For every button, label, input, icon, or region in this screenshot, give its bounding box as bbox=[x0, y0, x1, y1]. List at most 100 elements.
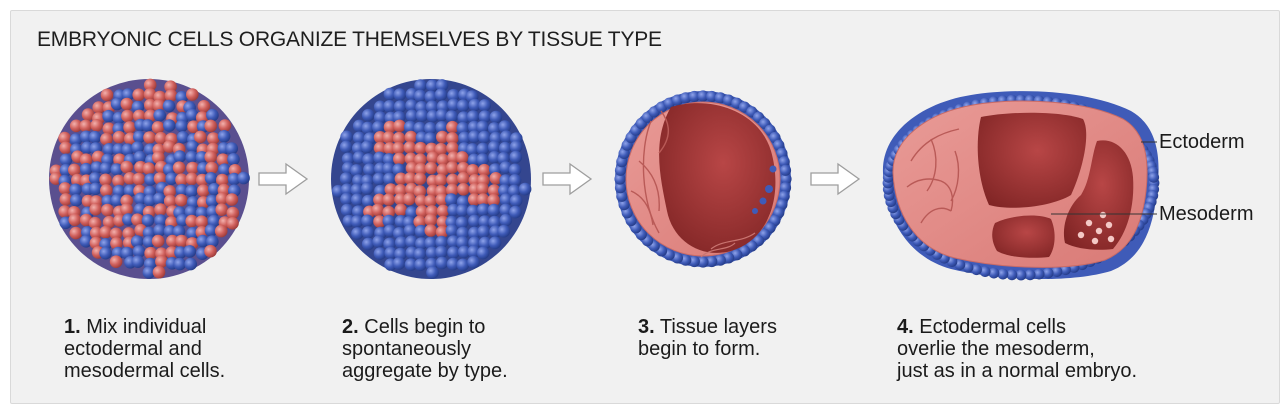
mesoderm-cell bbox=[88, 216, 102, 230]
ectoderm-cell bbox=[447, 88, 460, 102]
mesoderm-cell bbox=[446, 132, 459, 145]
mesoderm-cell bbox=[414, 141, 427, 155]
ectoderm-cell bbox=[361, 226, 375, 239]
ectoderm-cell bbox=[466, 110, 480, 123]
ectoderm-cell bbox=[614, 173, 626, 185]
ectoderm-cell bbox=[360, 140, 374, 154]
ectoderm-cell bbox=[132, 245, 146, 258]
ectoderm-cell bbox=[352, 131, 366, 145]
step-4-line-2: overlie the mesoderm, bbox=[897, 338, 1095, 360]
mesoderm-cell bbox=[383, 120, 397, 134]
ectoderm-cell bbox=[509, 205, 522, 219]
mesoderm-cell bbox=[215, 203, 228, 216]
mesoderm-cell bbox=[205, 161, 218, 175]
ectoderm-cell bbox=[404, 258, 418, 271]
ectoderm-cell bbox=[614, 164, 627, 176]
ectoderm-cell bbox=[468, 214, 481, 228]
mesoderm-cell bbox=[79, 119, 92, 133]
mesoderm-cell bbox=[403, 141, 417, 154]
ectoderm-cell bbox=[341, 152, 355, 166]
ectoderm-cell bbox=[88, 172, 102, 185]
mesoderm-cell bbox=[476, 193, 490, 206]
ectoderm-cell bbox=[476, 153, 489, 166]
mesoderm-cell bbox=[207, 132, 220, 145]
mesoderm-cell bbox=[424, 224, 438, 237]
ectoderm-cell bbox=[176, 131, 190, 144]
ectoderm-cell bbox=[1033, 268, 1045, 280]
ectoderm-cell bbox=[424, 90, 438, 104]
diagram-art bbox=[49, 78, 1160, 281]
ectoderm-cell bbox=[424, 121, 437, 135]
ectoderm-cell bbox=[476, 120, 489, 134]
ectoderm-cell bbox=[415, 237, 428, 250]
step-2-line-2: spontaneously bbox=[342, 338, 471, 360]
ectoderm-cell bbox=[467, 245, 481, 258]
ectoderm-cell bbox=[508, 174, 522, 187]
ectoderm-cell bbox=[697, 90, 709, 102]
ectoderm-cell bbox=[509, 150, 523, 164]
mesoderm-cell bbox=[393, 152, 406, 166]
ectoderm-cell bbox=[184, 205, 198, 219]
mesoderm-cell bbox=[112, 174, 125, 188]
mesoderm-cell bbox=[175, 234, 188, 248]
ectoderm-cell bbox=[435, 245, 448, 259]
mesoderm-cell bbox=[112, 130, 126, 144]
mesoderm-cell bbox=[164, 80, 177, 93]
mesoderm-cell bbox=[446, 141, 459, 155]
arrow-3-to-4 bbox=[810, 162, 861, 196]
ectoderm-cell bbox=[131, 255, 145, 268]
ectoderm-cell bbox=[130, 235, 144, 248]
ectoderm-cell bbox=[79, 162, 93, 176]
mesoderm-cell bbox=[404, 152, 418, 166]
ectoderm-cell bbox=[447, 98, 460, 112]
mesoderm-cell bbox=[143, 88, 157, 101]
mesoderm-cell bbox=[446, 173, 460, 187]
mesoderm-cell bbox=[71, 173, 84, 187]
mesoderm-cell bbox=[414, 162, 428, 176]
ectoderm-cell bbox=[477, 203, 490, 216]
arrow-1-to-2 bbox=[258, 162, 309, 196]
ectoderm-cell bbox=[121, 88, 135, 101]
ectoderm-cell bbox=[208, 182, 221, 196]
ectoderm-cell bbox=[79, 235, 93, 248]
ectoderm-cell bbox=[488, 122, 501, 135]
ectoderm-cell bbox=[99, 246, 112, 260]
mesoderm-cell bbox=[102, 215, 116, 229]
ectoderm-cell bbox=[446, 257, 460, 271]
ectoderm-cell bbox=[499, 213, 513, 227]
mesoderm-cell bbox=[373, 141, 387, 155]
ectoderm-cell bbox=[498, 120, 512, 133]
ectoderm-cell bbox=[206, 108, 219, 122]
mesoderm-cell bbox=[392, 141, 405, 155]
ectoderm-cell bbox=[507, 184, 521, 198]
ectoderm-cell bbox=[350, 193, 364, 206]
ectoderm-cell bbox=[89, 182, 102, 196]
mesoderm-cell bbox=[102, 122, 116, 135]
ectoderm-cell bbox=[383, 172, 396, 186]
ectoderm-cell bbox=[445, 110, 459, 123]
ectoderm-cell bbox=[468, 130, 481, 143]
mesoderm-cell bbox=[436, 130, 449, 144]
step-3-number: 3. bbox=[638, 316, 655, 338]
ectoderm-cell bbox=[131, 141, 144, 154]
ectoderm-cell bbox=[384, 246, 398, 260]
ectoderm-cell bbox=[165, 172, 178, 185]
mesoderm-cell bbox=[436, 204, 450, 218]
ectoderm-cell bbox=[468, 98, 482, 112]
ectoderm-label: Ectoderm bbox=[1159, 131, 1245, 153]
ectoderm-cell bbox=[361, 214, 374, 228]
ectoderm-cell bbox=[152, 192, 166, 206]
step-4-line-1: Ectodermal cells bbox=[919, 316, 1066, 338]
mesoderm-cell bbox=[186, 88, 199, 101]
mesoderm-cell bbox=[144, 109, 157, 123]
mesoderm-cell bbox=[384, 183, 398, 196]
ectoderm-cell bbox=[405, 109, 419, 123]
mesoderm-cell bbox=[154, 131, 168, 145]
ectoderm-cell bbox=[435, 108, 449, 122]
step-3-line-1: Tissue layers bbox=[659, 316, 777, 338]
mesoderm-cell bbox=[110, 237, 123, 250]
ectoderm-cell bbox=[59, 153, 73, 167]
ectoderm-cell bbox=[340, 192, 353, 206]
ectoderm-cell bbox=[425, 100, 439, 113]
ectoderm-cell bbox=[434, 88, 448, 101]
